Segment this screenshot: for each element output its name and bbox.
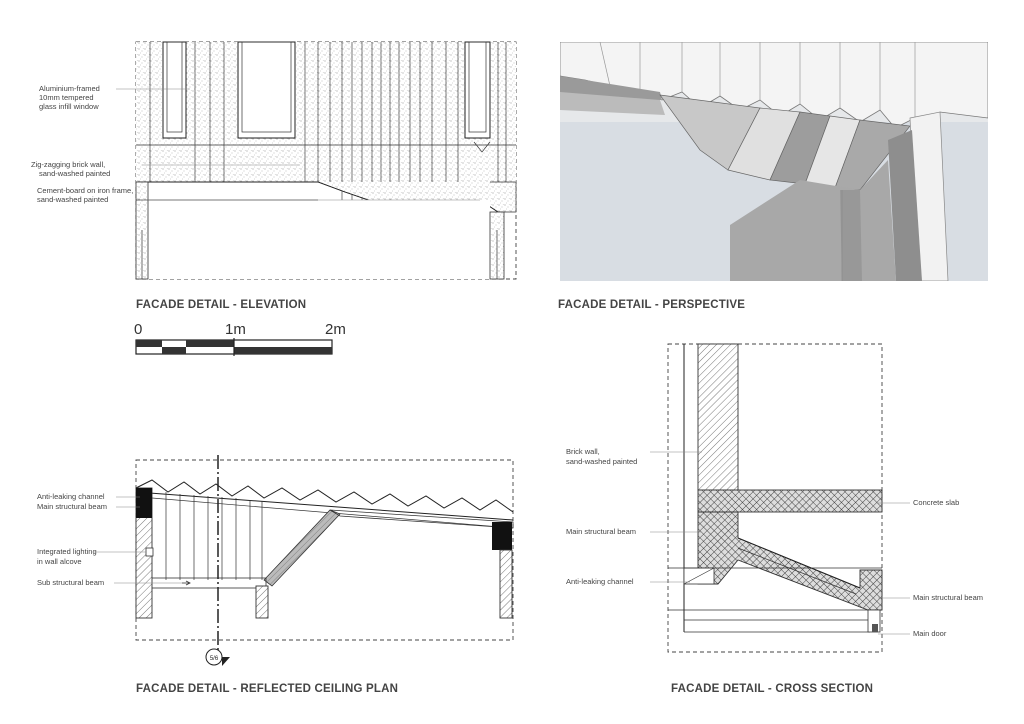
label-window-2: 10mm tempered	[39, 93, 94, 102]
label-anti-leaking: Anti-leaking channel	[37, 492, 105, 501]
label-cs-main-beam-right: Main structural beam	[913, 593, 983, 602]
title-ceiling-plan: FACADE DETAIL - REFLECTED CEILING PLAN	[136, 683, 398, 695]
label-cs-main-beam: Main structural beam	[566, 527, 636, 536]
elevation-drawing	[135, 41, 517, 280]
ceiling-plan-labels: Anti-leaking channel Main structural bea…	[37, 492, 182, 587]
label-brick-wall-1: Brick wall,	[566, 447, 600, 456]
window-center	[237, 41, 296, 139]
title-perspective: FACADE DETAIL - PERSPECTIVE	[558, 299, 745, 311]
section-marker-label: 5/6	[210, 656, 219, 662]
label-main-beam: Main structural beam	[37, 502, 107, 511]
label-cs-anti-leaking: Anti-leaking channel	[566, 577, 634, 586]
scale-tick-1m: 1m	[225, 321, 246, 338]
ceiling-plan-frame	[135, 459, 514, 641]
label-lighting-1: Integrated lighting	[37, 547, 97, 556]
label-cement-1: Cement-board on iron frame,	[37, 186, 133, 195]
cross-section-drawing	[667, 343, 883, 653]
label-window-1: Aluminium-framed	[39, 84, 100, 93]
ceiling-plan-drawing: 5/6	[135, 455, 514, 666]
title-cross-section: FACADE DETAIL - CROSS SECTION	[671, 683, 873, 695]
brick-wall-fill	[136, 42, 516, 182]
elevation-labels: Aluminium-framed 10mm tempered glass inf…	[31, 84, 480, 204]
label-window-3: glass infill window	[39, 102, 99, 111]
label-concrete-slab: Concrete slab	[913, 498, 959, 507]
cross-section-labels: Brick wall, sand-washed painted Main str…	[566, 447, 983, 638]
scale-bar: 0 1m 2m	[134, 321, 346, 356]
label-lighting-2: in wall alcove	[37, 557, 82, 566]
label-main-door: Main door	[913, 629, 947, 638]
scale-tick-0: 0	[134, 321, 142, 338]
title-elevation: FACADE DETAIL - ELEVATION	[136, 299, 306, 311]
label-brick-1: Zig-zagging brick wall,	[31, 160, 105, 169]
label-cement-2: sand-washed painted	[37, 195, 108, 204]
scale-tick-2m: 2m	[325, 321, 346, 338]
label-sub-beam: Sub structural beam	[37, 578, 104, 587]
perspective-render	[560, 42, 988, 281]
label-brick-2: sand-washed painted	[39, 169, 110, 178]
label-brick-wall-2: sand-washed painted	[566, 457, 637, 466]
window-left	[162, 41, 187, 139]
